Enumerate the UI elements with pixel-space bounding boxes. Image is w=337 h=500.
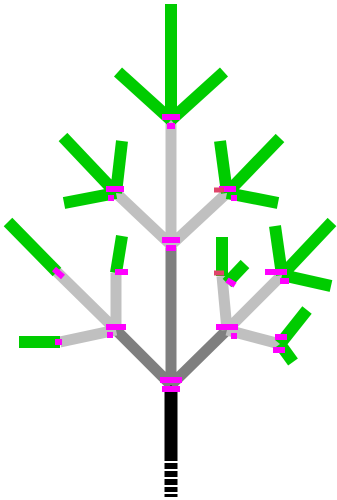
light-branch-left-diag bbox=[53, 268, 120, 334]
light-branch-right-up bbox=[216, 275, 233, 331]
light-branch-center-left bbox=[112, 189, 175, 249]
leaf-right-horiz bbox=[225, 187, 280, 209]
leaf-far-left-diag bbox=[3, 217, 62, 277]
tree-branches bbox=[53, 120, 286, 389]
leaf-top-right bbox=[166, 67, 229, 125]
leaf-far-right-diag bbox=[277, 217, 337, 280]
leaf-left-diag bbox=[58, 132, 121, 198]
leaf-left-horiz bbox=[62, 187, 118, 209]
leaf-top-left bbox=[113, 67, 176, 125]
leaf-right-up-tall bbox=[269, 225, 288, 276]
tree-joints bbox=[52, 114, 289, 392]
light-branch-center-right bbox=[167, 188, 231, 250]
joint-marker bbox=[225, 277, 237, 288]
dark-branch-left bbox=[112, 326, 175, 389]
leaf-right-up bbox=[214, 140, 233, 194]
leaf-left-up bbox=[110, 140, 128, 194]
dark-branch-right bbox=[167, 326, 231, 389]
joint-marker bbox=[52, 266, 65, 280]
tree-trunk bbox=[163, 385, 179, 497]
light-branch-right-horiz bbox=[225, 324, 282, 350]
light-branch-right-diag bbox=[223, 271, 286, 334]
leaf-mid-left-up bbox=[110, 235, 128, 274]
leaf-far-right-horiz bbox=[280, 269, 333, 292]
light-branch-left-horiz bbox=[58, 324, 118, 348]
leaf-right-diag bbox=[222, 133, 285, 198]
tree-leaves bbox=[3, 4, 337, 366]
